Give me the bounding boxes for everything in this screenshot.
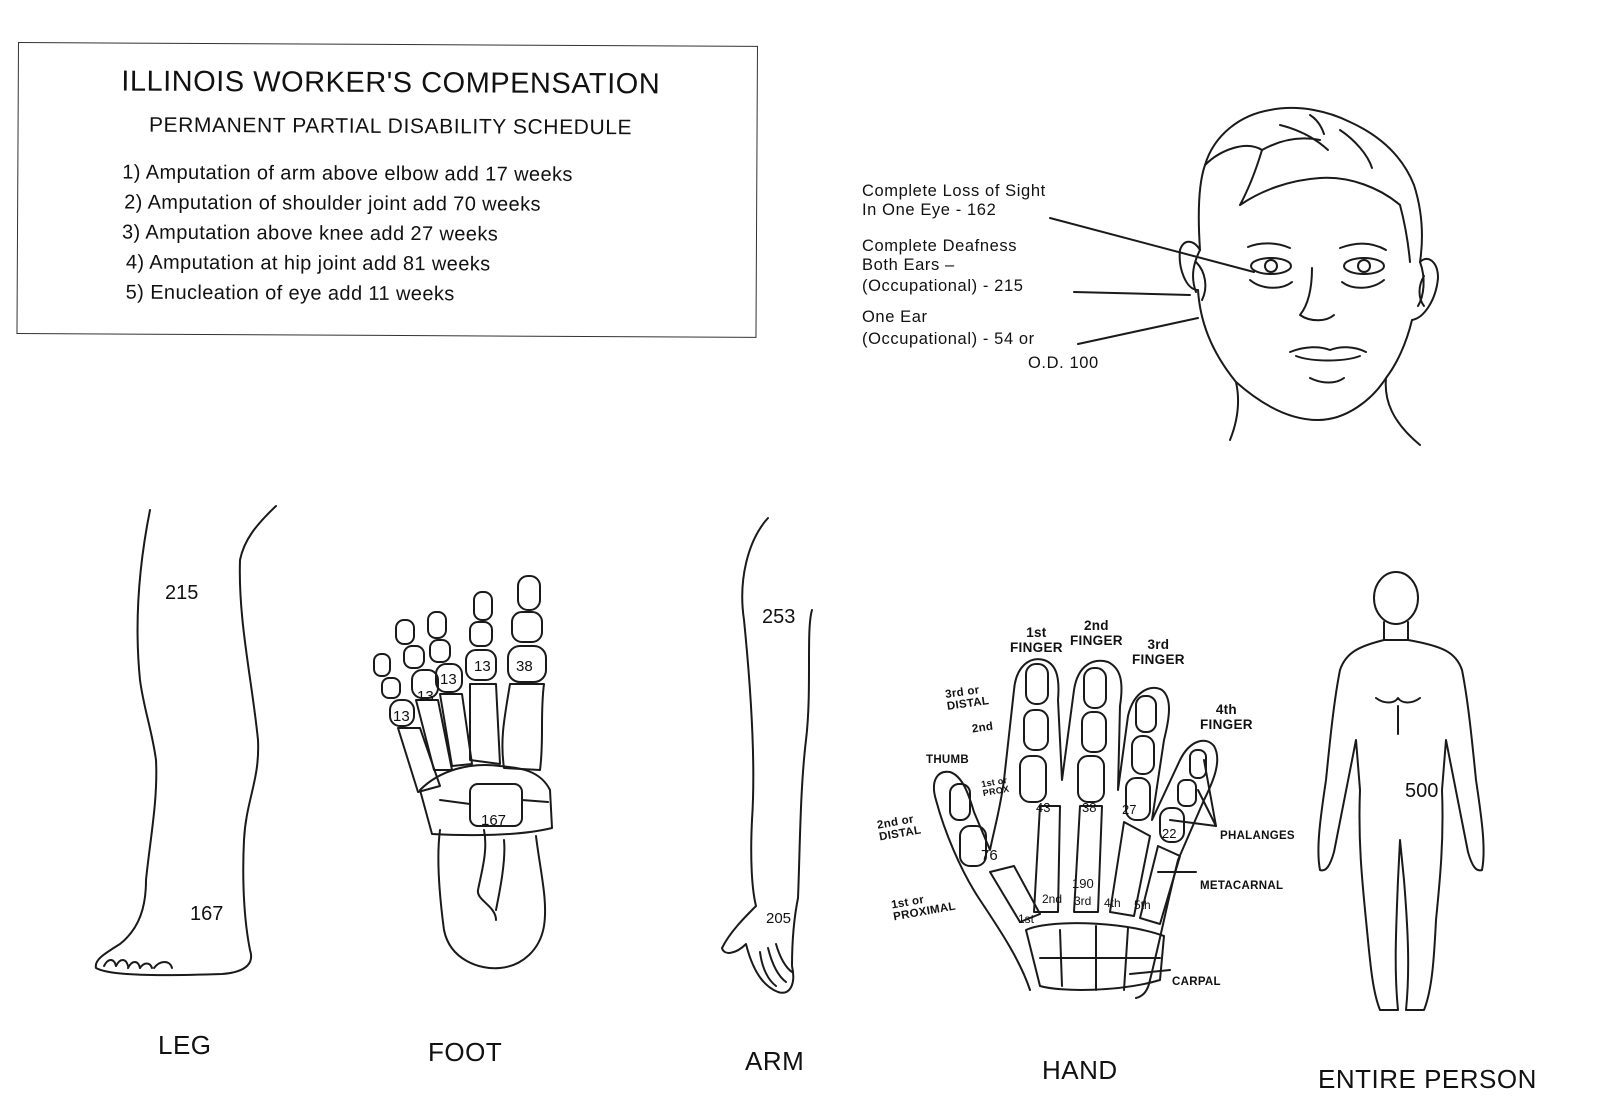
hand-total-value: 190 [1072,876,1094,891]
phalanges-pointer-line [1169,819,1217,827]
person-value: 500 [1405,780,1439,802]
foot-toe-value: 13 [440,671,457,688]
hand-finger-4-label: 4th FINGER [1200,702,1253,732]
deafness-label-line-3: (Occupational) - 215 [862,277,1024,295]
one-ear-label-line-2: (Occupational) - 54 or [862,330,1035,348]
phalanges-pointer-line-3 [1203,759,1217,827]
hand-metacarpal-label: 2nd [1042,892,1063,906]
foot-toe-value: 13 [417,688,434,705]
phalanges-pointer-line-2 [1197,789,1217,827]
hand-metacarpal-label: 4th [1104,896,1121,910]
hand-caption: HAND [1042,1055,1118,1085]
one-ear-pointer-line [1077,317,1199,345]
hand-metacarpal-label: 3rd [1074,894,1092,908]
person-caption: ENTIRE PERSON [1318,1064,1537,1094]
hand-phalanges-label: PHALANGES [1220,830,1295,842]
foot-mid-value: 167 [481,812,507,829]
deafness-label-line-1: Complete Deafness [862,237,1018,255]
arm-caption: ARM [745,1046,805,1076]
deafness-pointer-line [1073,291,1191,296]
foot-caption: FOOT [428,1037,503,1067]
foot-big-toe-value: 38 [516,658,533,675]
hand-finger-4-value: 22 [1162,826,1177,841]
leg-caption: LEG [158,1030,212,1060]
hand-finger-1-value: 43 [1036,800,1051,815]
arm-drawing [721,517,813,994]
foot-toe-value: 13 [474,658,491,675]
deafness-label-line-2: Both Ears – [862,256,955,274]
foot-toe-value: 13 [393,708,410,725]
carpal-pointer-line [1129,969,1171,975]
hand-finger-3-value: 27 [1122,802,1137,817]
hand-finger-2-label: 2nd FINGER [1070,618,1123,648]
foot-drawing [373,575,553,970]
sight-label-line-1: Complete Loss of Sight [862,182,1046,200]
hand-thumb-value: 76 [981,847,998,864]
hand-finger-1-label: 1st FINGER [1010,625,1063,655]
hand-drawing [932,658,1219,999]
person-drawing [1317,571,1485,1011]
hand-carpal-label: CARPAL [1172,976,1221,988]
leg-upper-value: 215 [165,582,199,604]
sight-pointer-line [1049,217,1255,273]
arm-wrist-value: 205 [766,910,792,927]
head-drawing [1178,106,1439,446]
hand-metacarpal-label: 1st [1018,912,1035,926]
hand-finger-2-value: 38 [1082,800,1097,815]
hand-finger-3-label: 3rd FINGER [1132,637,1185,667]
hand-metacarnal-label: METACARNAL [1200,880,1284,892]
sight-label-line-2: In One Eye - 162 [862,201,997,219]
leg-drawing [94,505,277,977]
one-ear-label-line-1: One Ear [862,308,928,326]
arm-upper-value: 253 [762,606,796,628]
leg-lower-value: 167 [190,903,224,925]
hand-thumb-label: THUMB [926,754,970,766]
hand-metacarpal-label: 5th [1134,898,1151,912]
one-ear-label-line-3: O.D. 100 [1028,354,1099,372]
